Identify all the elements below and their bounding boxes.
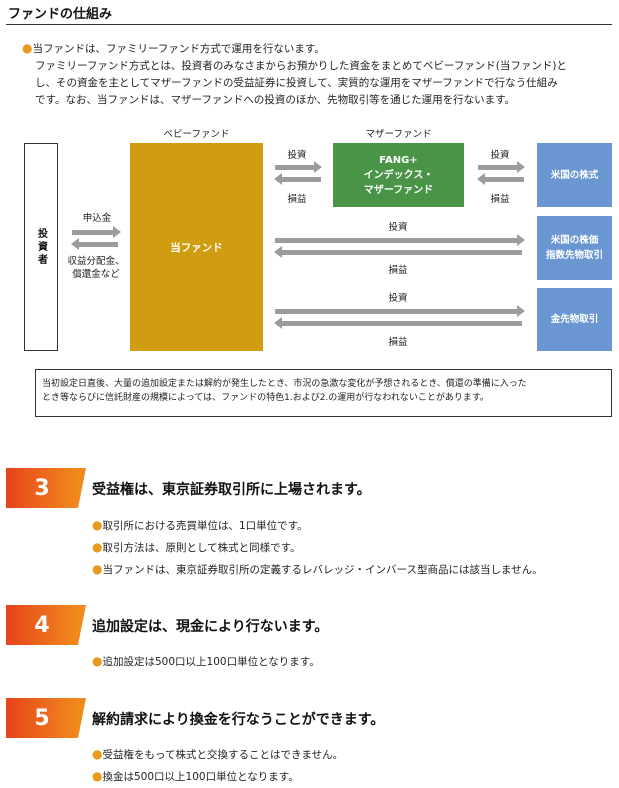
application-label: 申込金 xyxy=(82,213,112,224)
bullet-dot-icon: ● xyxy=(92,769,103,783)
invest-label-2: 投資 xyxy=(490,150,510,161)
bullet-dot-icon: ● xyxy=(92,654,103,668)
section-bullets: ●取引所における売買単位は、1口単位です。 ●取引方法は、原則として株式と同様で… xyxy=(92,515,543,581)
list-item: ●受益権をもって株式と交換することはできません。 xyxy=(92,747,344,761)
arrow-right-icon xyxy=(275,305,525,317)
intro-text: ●当ファンドは、ファミリーファンド方式で運用を行ないます。 ファミリーファンド方… xyxy=(22,40,612,109)
arrow-left-icon xyxy=(477,173,524,185)
target-us-index-futures: 米国の株価 指数先物取引 xyxy=(537,216,612,280)
target-gold-futures: 金先物取引 xyxy=(537,288,612,351)
arrow-left-icon xyxy=(274,246,522,258)
investor-box: 投資者 xyxy=(24,143,58,351)
intro-line-4: です。なお、当ファンドは、マザーファンドへの投資のほか、先物取引等を通じた運用を… xyxy=(35,94,516,106)
note-line-2: とき等ならびに信託財産の規模によっては、ファンドの特色1.および2.の運用が行な… xyxy=(42,393,489,403)
target2-line-2: 指数先物取引 xyxy=(545,250,603,261)
list-item: ●取引方法は、原則として株式と同様です。 xyxy=(92,540,301,554)
mother-line-2: インデックス・ xyxy=(363,169,434,181)
list-item: ●追加設定は500口以上100口単位となります。 xyxy=(92,654,320,668)
section-bullets: ●追加設定は500口以上100口単位となります。 xyxy=(92,651,320,673)
profit-label-3: 損益 xyxy=(388,265,408,276)
target-us-stocks: 米国の株式 xyxy=(537,143,612,207)
note-line-1: 当初設定日直後、大量の追加設定または解約が発生したとき、市況の急激な変化が予想さ… xyxy=(42,379,527,389)
bullet-dot-icon: ● xyxy=(92,518,103,532)
list-item: ●当ファンドは、東京証券取引所の定義するレバレッジ・インバース型商品には該当しま… xyxy=(92,562,543,576)
section-bullets: ●受益権をもって株式と交換することはできません。 ●換金は500口以上100口単… xyxy=(92,744,343,788)
mother-fund-box: FANG+ インデックス・ マザーファンド xyxy=(333,143,464,207)
intro-line-1: 当ファンドは、ファミリーファンド方式で運用を行ないます。 xyxy=(32,43,325,55)
bullet-dot-icon: ● xyxy=(92,747,103,761)
target2-line-1: 米国の株価 xyxy=(550,235,599,246)
returns-line-1: 収益分配金、 xyxy=(67,256,125,267)
baby-fund-caption: ベビーファンド xyxy=(163,129,230,140)
returns-line-2: 償還金など xyxy=(72,269,120,280)
profit-label-2: 損益 xyxy=(490,194,510,205)
arrow-left-icon xyxy=(274,317,522,329)
section-heading: 追加設定は、現金により行ないます。 xyxy=(92,619,329,635)
note-box: 当初設定日直後、大量の追加設定または解約が発生したとき、市況の急激な変化が予想さ… xyxy=(35,369,612,417)
mother-line-1: FANG+ xyxy=(379,154,418,166)
profit-label-4: 損益 xyxy=(388,337,408,348)
bullet-dot-icon: ● xyxy=(92,540,103,554)
mother-line-3: マザーファンド xyxy=(363,184,434,196)
list-item: ●取引所における売買単位は、1口単位です。 xyxy=(92,518,308,532)
section-number-badge: 4 xyxy=(6,605,86,645)
section-number-badge: 3 xyxy=(6,468,86,508)
invest-label-1: 投資 xyxy=(287,150,307,161)
intro-line-3: し、その資金を主としてマザーファンドの受益証券に投資して、実質的な運用をマザーフ… xyxy=(35,77,558,89)
intro-line-2: ファミリーファンド方式とは、投資者のみなさまからお預かりした資金をまとめてベビー… xyxy=(35,60,567,72)
section-heading: 受益権は、東京証券取引所に上場されます。 xyxy=(92,482,371,498)
arrow-right-icon xyxy=(478,161,525,173)
arrow-left-icon xyxy=(71,238,118,250)
arrow-right-icon xyxy=(72,226,121,238)
arrow-right-icon xyxy=(275,234,525,246)
profit-label-1: 損益 xyxy=(287,194,307,205)
invest-label-3: 投資 xyxy=(388,222,408,233)
section-heading: 解約請求により換金を行なうことができます。 xyxy=(92,712,385,728)
title-rule xyxy=(6,24,612,25)
bullet-dot-icon: ● xyxy=(92,562,103,576)
mother-fund-caption: マザーファンド xyxy=(365,129,432,140)
section-number-badge: 5 xyxy=(6,698,86,738)
bullet-dot-icon: ● xyxy=(22,41,33,55)
baby-fund-box: 当ファンド xyxy=(130,143,263,351)
invest-label-4: 投資 xyxy=(388,293,408,304)
arrow-right-icon xyxy=(275,161,322,173)
list-item: ●換金は500口以上100口単位となります。 xyxy=(92,769,299,783)
returns-label: 収益分配金、 償還金など xyxy=(62,255,130,281)
arrow-left-icon xyxy=(274,173,321,185)
section-title: ファンドの仕組み xyxy=(8,7,113,22)
